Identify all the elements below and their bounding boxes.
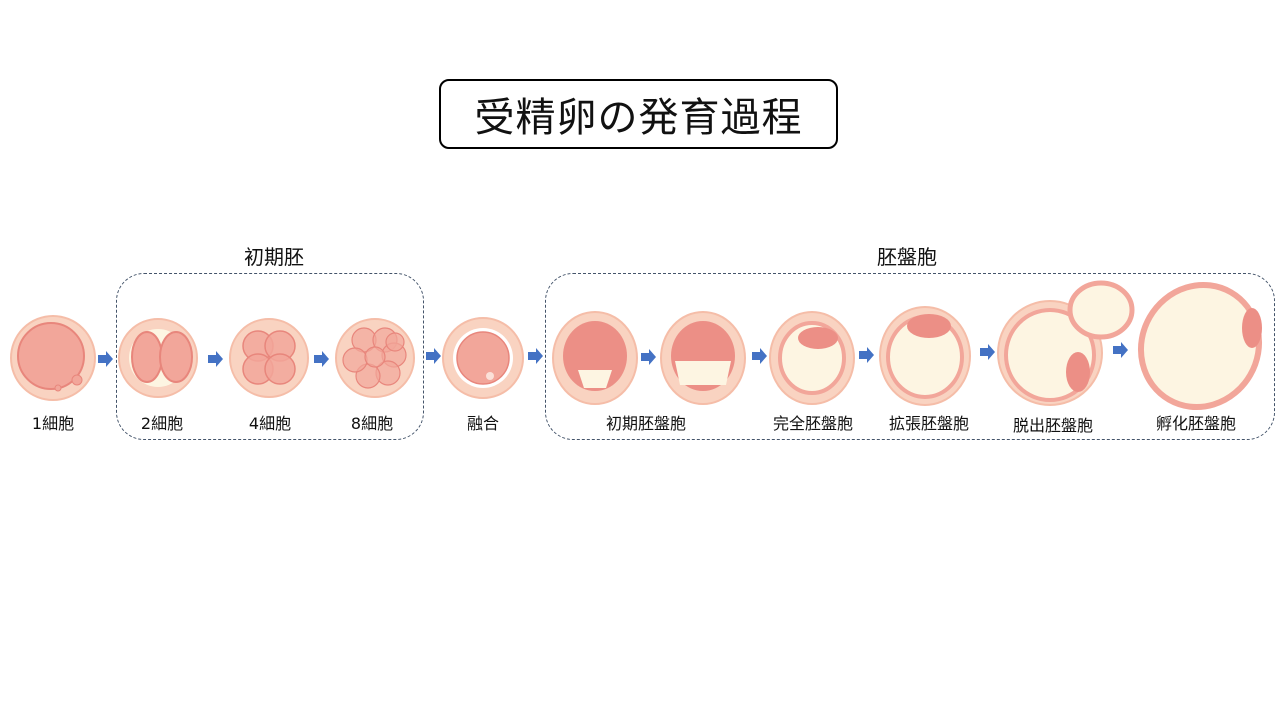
stage-label-4-cell: 4細胞 — [248, 414, 292, 433]
embryo-hatching-blastocyst — [997, 280, 1135, 406]
arrow-right-icon — [1113, 342, 1128, 358]
early-embryo-label: 初期胚 — [244, 245, 304, 269]
embryo-compaction — [442, 317, 524, 399]
arrow-right-icon — [314, 351, 329, 367]
stage-label-hatching-blastocyst: 脱出胚盤胞 — [1012, 416, 1094, 435]
arrow-right-icon — [980, 344, 995, 360]
arrow-right-icon — [98, 351, 113, 367]
blastocyst-label: 胚盤胞 — [877, 245, 937, 269]
arrow-right-icon — [426, 348, 441, 364]
embryo-8-cell — [335, 318, 415, 398]
arrow-right-icon — [208, 351, 223, 367]
embryo-2-cell — [118, 318, 198, 398]
embryo-expanded-blastocyst — [879, 306, 971, 406]
stage-label-complete-blastocyst: 完全胚盤胞 — [772, 414, 854, 433]
stage-label-2-cell: 2細胞 — [140, 414, 184, 433]
arrow-right-icon — [528, 348, 543, 364]
arrow-right-icon — [752, 348, 767, 364]
embryo-early-blastocyst — [552, 311, 638, 405]
embryo-complete-blastocyst — [769, 311, 855, 405]
arrow-right-icon — [641, 349, 656, 365]
stage-label-expanded-blastocyst: 拡張胚盤胞 — [888, 414, 970, 433]
stage-label-1-cell: 1細胞 — [31, 414, 75, 433]
arrow-right-icon — [859, 347, 874, 363]
embryo-hatched-blastocyst — [1137, 281, 1263, 411]
early-embryo-group-box — [116, 273, 424, 440]
embryo-1-cell — [10, 315, 96, 401]
embryo-4-cell — [229, 318, 309, 398]
blastocyst-group-box — [545, 273, 1275, 440]
page-title: 受精卵の発育過程 — [439, 79, 838, 149]
stage-label-8-cell: 8細胞 — [350, 414, 394, 433]
embryo-full-blastocyst — [660, 311, 746, 405]
stage-label-hatched-blastocyst: 孵化胚盤胞 — [1155, 414, 1237, 433]
stage-label-early-blastocyst: 初期胚盤胞 — [605, 414, 687, 433]
stage-label-compaction: 融合 — [466, 414, 500, 433]
